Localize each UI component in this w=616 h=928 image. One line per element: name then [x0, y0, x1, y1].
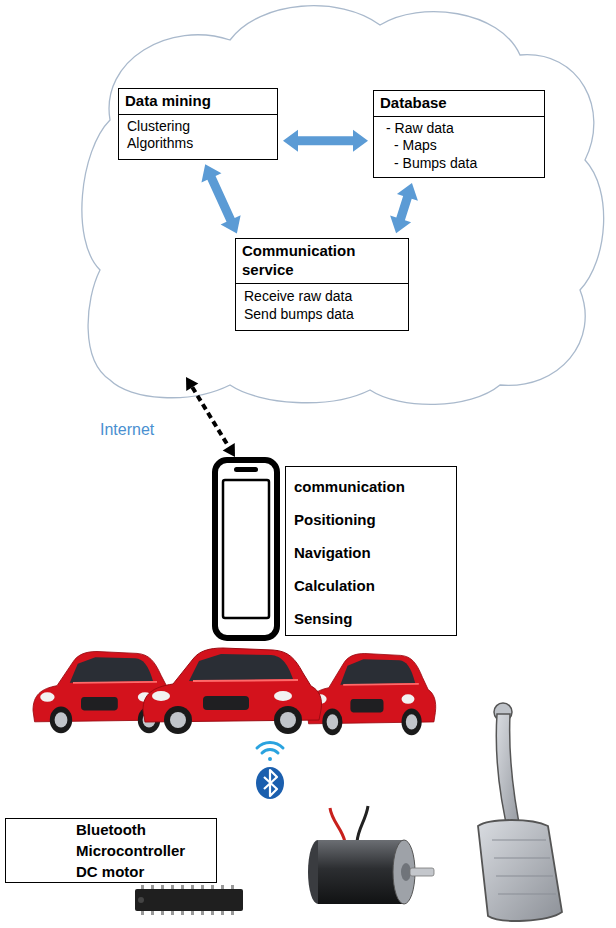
phone-screen: [223, 480, 269, 618]
box-text: Clustering Algorithms: [119, 115, 219, 159]
cloud-outline: [82, 6, 604, 405]
chip-notch: [138, 897, 144, 903]
box-text: - Bumps data: [374, 155, 544, 178]
wifi-dot: [268, 757, 272, 761]
box-text: Sensing: [286, 599, 456, 632]
box-text: Calculation: [286, 566, 456, 599]
box-text: Microcontroller: [6, 840, 216, 861]
wifi-symbol: [257, 742, 283, 761]
chip-body: [135, 889, 243, 911]
feature-box: communicationPositioningNavigationCalcul…: [285, 466, 457, 636]
motor-wire: [357, 806, 368, 842]
phone-speaker: [234, 467, 258, 472]
box-text: - Maps: [374, 137, 544, 155]
bluetooth-symbol: [256, 767, 284, 799]
internet-dashed-arrow: [186, 377, 235, 457]
box-text: Bluetooth: [6, 819, 216, 840]
process-box: Database- Raw data- Maps- Bumps data: [373, 90, 545, 178]
car-image: [307, 654, 436, 736]
block-arrow: [283, 130, 368, 152]
block-arrow: [390, 183, 418, 233]
box-text: - Raw data: [374, 117, 544, 138]
smartphone-icon: [215, 460, 277, 638]
hardware-box: BluetoothMicrocontrollerDC motor: [5, 818, 217, 883]
arrow-head: [223, 443, 235, 457]
pedal-pad: [478, 820, 562, 921]
motor-shaft: [410, 868, 434, 876]
dc-motor: [308, 806, 434, 904]
pedal-grip: [492, 840, 556, 894]
box-heading: Communication service: [236, 239, 408, 284]
box-text: DC motor: [6, 861, 216, 882]
process-box: Communication serviceReceive raw dataSen…: [235, 238, 409, 331]
box-text: Navigation: [286, 533, 456, 566]
box-text: Receive raw data: [236, 284, 408, 306]
phone-body: [215, 460, 277, 638]
box-text: communication: [286, 467, 456, 500]
box-heading: Database: [374, 91, 544, 117]
pedal: [478, 703, 562, 921]
arrow-head: [186, 377, 198, 391]
motor-body: [318, 840, 404, 904]
process-box: Data miningClustering Algorithms: [118, 88, 278, 160]
wifi-arc: [262, 750, 278, 753]
bluetooth-badge: [256, 767, 284, 799]
microcontroller-chip: [135, 885, 243, 915]
dashed-line: [192, 387, 228, 447]
car-image: [143, 648, 322, 734]
block-arrow: [201, 164, 240, 233]
box-text: Positioning: [286, 500, 456, 533]
box-heading: Data mining: [119, 89, 277, 115]
motor-bearing: [401, 863, 411, 881]
bluetooth-rune: [264, 770, 277, 796]
wifi-arc: [257, 742, 283, 748]
box-text: Send bumps data: [236, 305, 408, 330]
motor-wire: [330, 808, 345, 842]
network-label: Internet: [100, 421, 154, 439]
